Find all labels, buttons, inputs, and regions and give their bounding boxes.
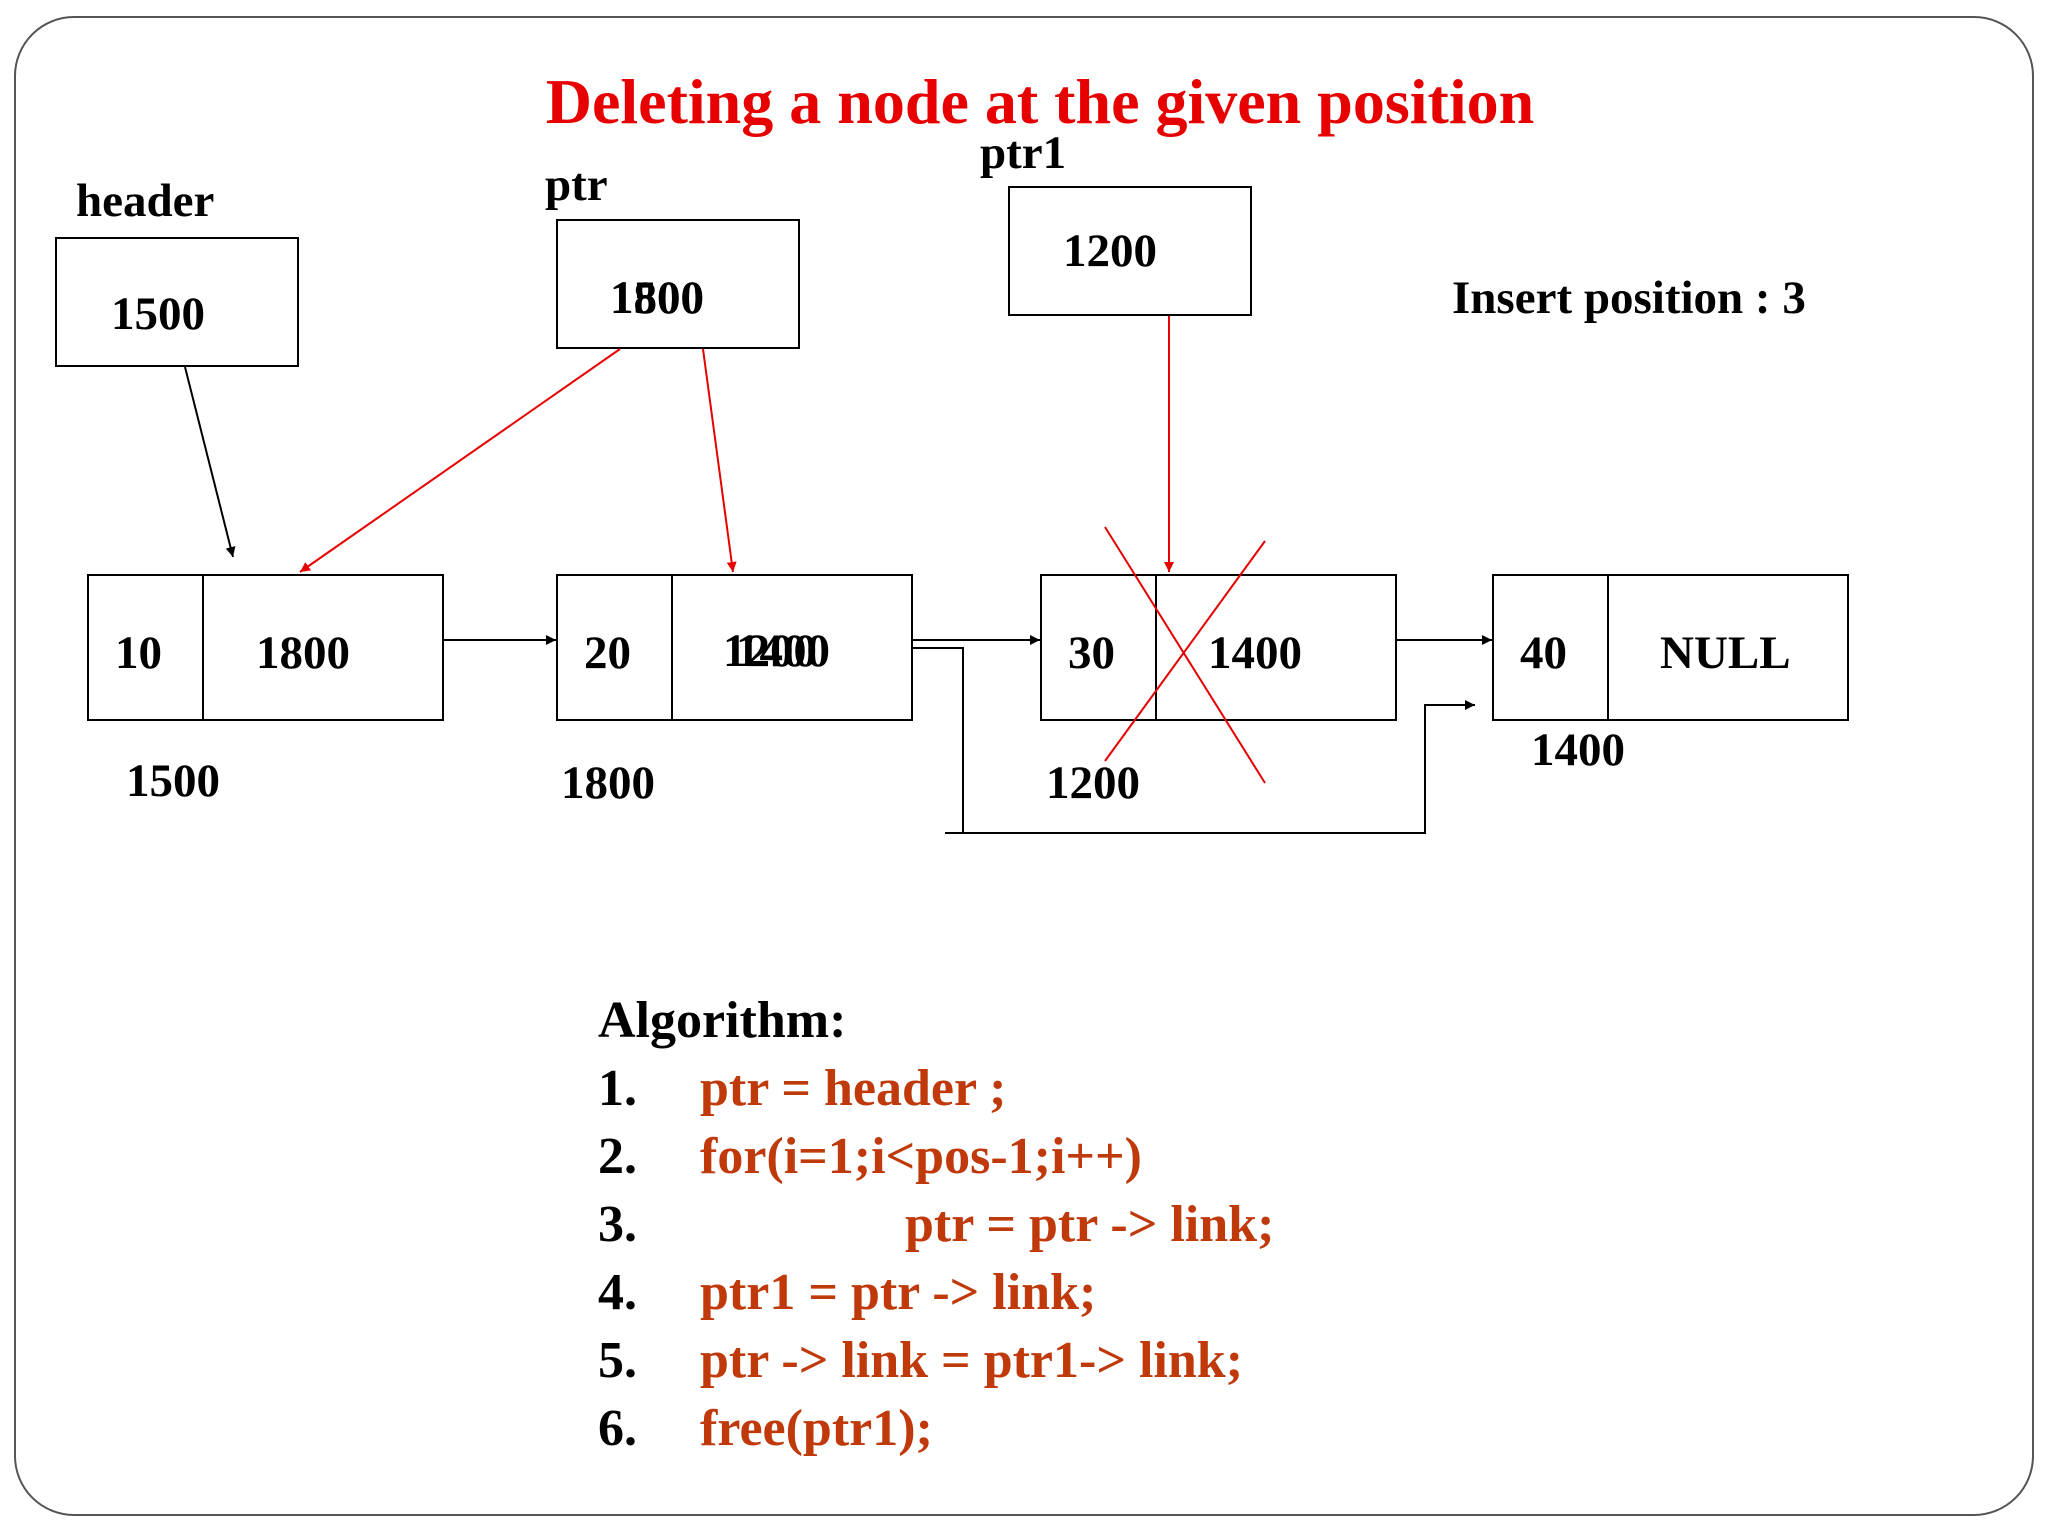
- ptr-label: ptr: [545, 159, 608, 211]
- node-4-data: 40: [1520, 627, 1567, 679]
- node-3-link: 1400: [1208, 627, 1302, 679]
- ptr1-pointer-value: 1200: [1063, 225, 1157, 277]
- node-3-data: 30: [1068, 627, 1115, 679]
- delete-cross-stroke-1: [1104, 526, 1266, 784]
- node-2-address: 1800: [561, 757, 655, 809]
- node-2-link-old: 1200: [723, 625, 817, 677]
- ptr-pointer-box: 1500 1800: [556, 219, 800, 349]
- step-5-number: 5.: [598, 1332, 637, 1389]
- slide-frame: [14, 16, 2034, 1516]
- ptr-pointer-value-new: 1800: [610, 272, 704, 324]
- node-4-link: NULL: [1660, 627, 1791, 679]
- node-2-data: 20: [584, 627, 631, 679]
- arrow-header-to-node-1: [184, 366, 236, 558]
- ptr-pointer-value-old: 1500: [610, 272, 704, 324]
- ptr1-label: ptr1: [980, 127, 1067, 179]
- delete-cross-stroke-2: [1104, 540, 1266, 762]
- step-3-code: ptr = ptr -> link;: [905, 1196, 1275, 1253]
- header-label: header: [76, 175, 215, 227]
- step-2-code: for(i=1;i<pos-1;i++): [700, 1128, 1142, 1185]
- header-pointer-box: 1500: [55, 237, 299, 367]
- step-6-code: free(ptr1);: [700, 1400, 933, 1457]
- arrow-bypass-node-2-to-node-4: [913, 647, 1475, 834]
- arrow-ptr-to-node-1: [299, 348, 621, 573]
- insert-position-label: Insert position : 3: [1452, 272, 1806, 324]
- step-4-number: 4.: [598, 1264, 637, 1321]
- step-1-code: ptr = header ;: [700, 1060, 1007, 1117]
- algorithm-heading: Algorithm:: [598, 992, 847, 1049]
- header-pointer-value: 1500: [111, 288, 205, 340]
- list-node-4: 40 NULL: [1492, 574, 1849, 721]
- slide-title: Deleting a node at the given position: [545, 66, 1535, 137]
- step-2-number: 2.: [598, 1128, 637, 1185]
- node-4-address: 1400: [1531, 724, 1625, 776]
- node-1-data: 10: [115, 627, 162, 679]
- node-1-address: 1500: [126, 755, 220, 807]
- step-6-number: 6.: [598, 1400, 637, 1457]
- ptr1-pointer-box: 1200: [1008, 186, 1252, 316]
- step-5-code: ptr -> link = ptr1-> link;: [700, 1332, 1244, 1389]
- list-node-1: 10 1800: [87, 574, 444, 721]
- node-1-link: 1800: [256, 627, 350, 679]
- list-node-3-deleted: 30 1400: [1040, 574, 1397, 721]
- step-1-number: 1.: [598, 1060, 637, 1117]
- step-4-code: ptr1 = ptr -> link;: [700, 1264, 1097, 1321]
- node-2-link-new: 1400: [736, 625, 830, 677]
- node-3-address: 1200: [1046, 757, 1140, 809]
- list-node-2: 20 1200 1400: [556, 574, 913, 721]
- arrow-ptr-to-node-2: [702, 348, 737, 573]
- step-3-number: 3.: [598, 1196, 637, 1253]
